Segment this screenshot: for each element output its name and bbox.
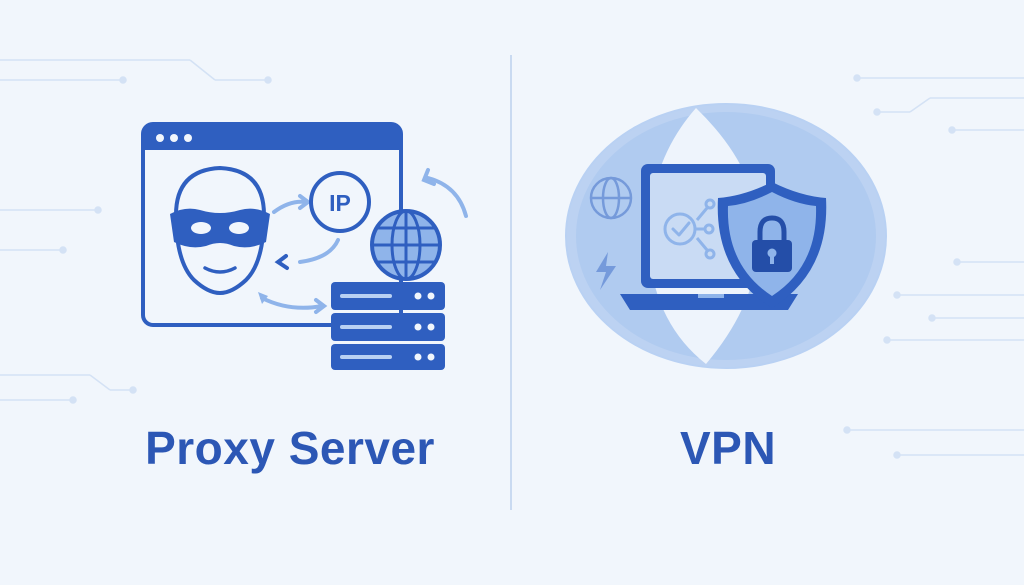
ip-label: IP	[329, 190, 351, 216]
vpn-title: VPN	[679, 422, 777, 474]
proxy-server-title: Proxy Server	[145, 422, 435, 474]
globe-icon	[370, 209, 442, 281]
globe-icon	[589, 176, 633, 220]
shield-lock-icon	[717, 182, 827, 308]
arrow-tip	[258, 292, 268, 304]
arrows-icon	[260, 168, 468, 314]
circuit-decoration	[0, 59, 1024, 459]
proxy-illustration: IP	[141, 122, 468, 370]
check-network-icon	[663, 198, 716, 260]
vpn-illustration	[565, 103, 887, 369]
server-stack-icon	[331, 282, 445, 370]
masked-user-icon	[170, 165, 270, 296]
ip-badge-icon: IP	[309, 171, 371, 233]
lightning-icon	[596, 252, 616, 290]
